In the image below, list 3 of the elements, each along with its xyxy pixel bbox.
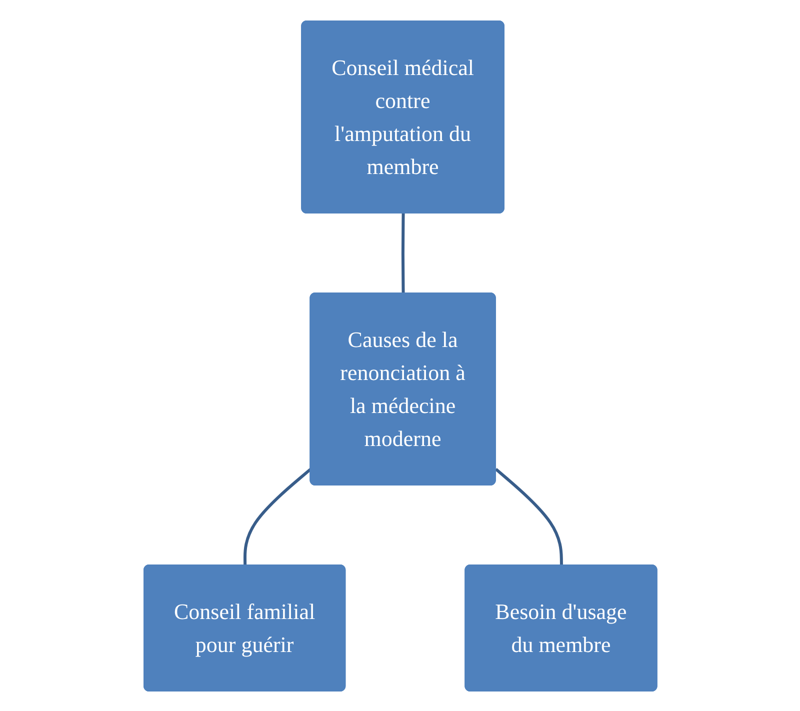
connector: [243, 467, 312, 566]
connector: [494, 467, 563, 566]
connector: [401, 212, 404, 294]
